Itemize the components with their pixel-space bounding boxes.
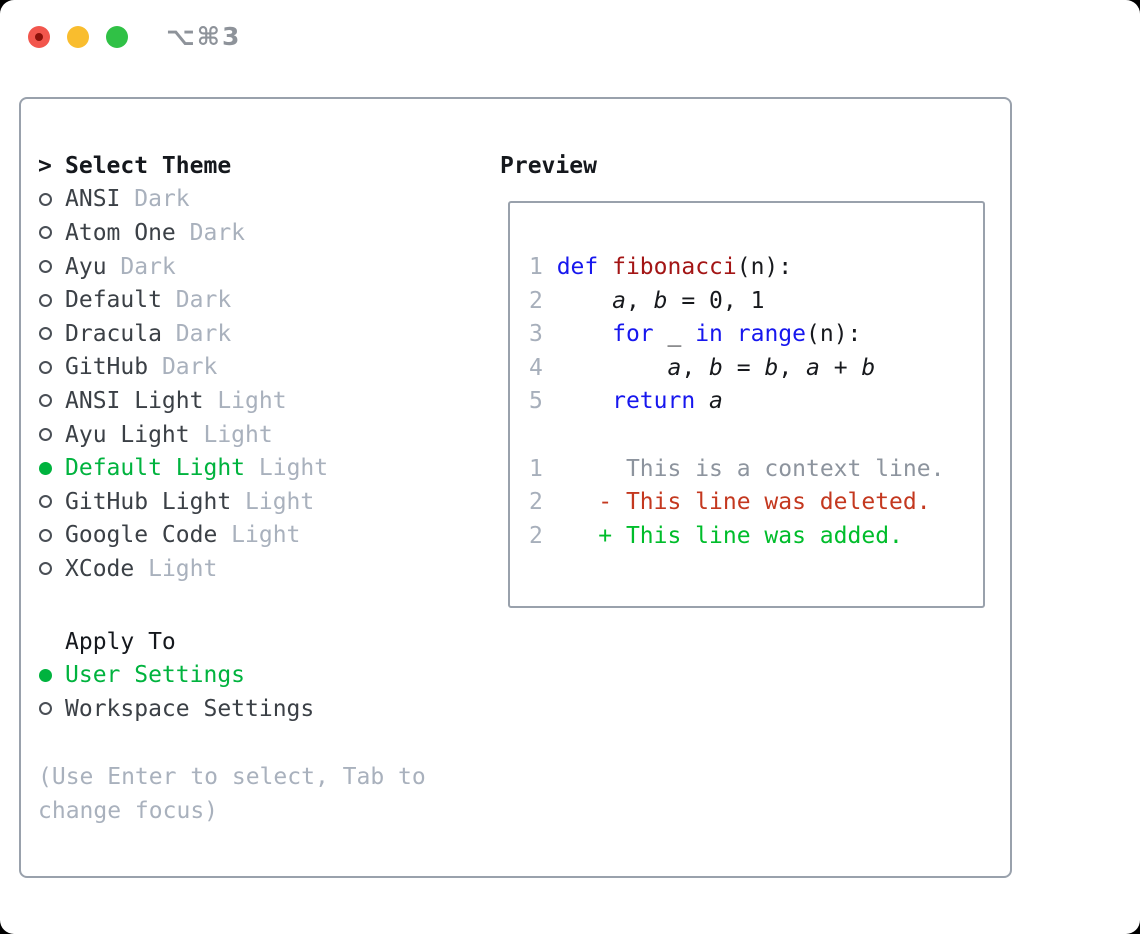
theme-name: ANSI	[65, 186, 135, 213]
radio-icon	[39, 293, 52, 307]
theme-variant: Light	[245, 488, 315, 515]
theme-variant: Light	[148, 555, 218, 582]
theme-option[interactable]: Ayu Dark	[38, 250, 328, 284]
theme-option[interactable]: Ayu Light Light	[38, 418, 328, 452]
window-title: ⌥⌘3	[166, 22, 242, 51]
theme-name: Default Light	[65, 455, 259, 482]
theme-option[interactable]: ANSI Light Light	[38, 384, 328, 418]
apply-option-label: User Settings	[65, 662, 246, 689]
code-line: 1 def fibonacci(n):	[529, 254, 793, 280]
theme-name: GitHub	[65, 354, 162, 381]
help-text: (Use Enter to select, Tab to change focus…	[38, 761, 426, 828]
apply-option[interactable]: User Settings	[38, 659, 314, 693]
preview-pane: 1 def fibonacci(n): 2 a, b = 0, 1 3 for _ …	[508, 201, 985, 608]
radio-selected-icon	[39, 668, 52, 682]
theme-name: XCode	[65, 555, 149, 582]
theme-variant: Light	[203, 421, 273, 448]
theme-option[interactable]: Google Code Light	[38, 519, 328, 553]
theme-option[interactable]: XCode Light	[38, 552, 328, 586]
theme-variant: Dark	[134, 186, 190, 213]
theme-variant: Light	[231, 522, 301, 549]
theme-list-title: Select Theme	[65, 152, 232, 179]
theme-name: Default	[65, 287, 176, 314]
close-button[interactable]	[28, 26, 50, 48]
apply-to-header: Apply To	[38, 625, 314, 659]
theme-variant: Dark	[120, 253, 176, 280]
code-line: 4 a, b = b, a + b	[529, 354, 876, 381]
theme-name: ANSI Light	[65, 387, 218, 414]
theme-option[interactable]: Atom One Dark	[38, 216, 328, 250]
theme-variant: Dark	[175, 320, 232, 347]
code-line: 5 return a	[529, 388, 723, 415]
minimize-button[interactable]	[67, 26, 89, 48]
theme-variant: Dark	[189, 219, 246, 246]
theme-variant: Dark	[175, 287, 232, 314]
theme-name: Dracula	[65, 320, 176, 347]
help-line: change focus)	[38, 797, 219, 824]
radio-icon	[39, 327, 52, 341]
radio-icon	[39, 528, 52, 542]
code-preview: 1 def fibonacci(n): 2 a, b = 0, 1 3 for _ …	[510, 203, 983, 553]
code-line	[529, 419, 983, 453]
code-line: 2 a, b = 0, 1	[529, 287, 765, 314]
help-line: (Use Enter to select, Tab to	[38, 764, 426, 790]
radio-icon	[39, 495, 52, 509]
radio-icon	[39, 192, 52, 206]
theme-option[interactable]: Dracula Dark	[38, 317, 328, 351]
code-line: 2 + This line was added.	[529, 522, 903, 549]
apply-option-label: Workspace Settings	[65, 695, 315, 722]
radio-icon	[39, 562, 52, 576]
apply-to-title: Apply To	[65, 628, 176, 655]
radio-icon	[39, 394, 52, 408]
theme-option[interactable]: GitHub Light Light	[38, 485, 328, 519]
radio-icon	[39, 428, 52, 442]
code-line: 3 for _ in range(n):	[529, 321, 862, 348]
theme-name: GitHub Light	[65, 488, 246, 515]
theme-variant: Light	[217, 387, 287, 414]
theme-name: Ayu Light	[65, 421, 204, 448]
theme-name: Google Code	[65, 522, 232, 549]
zoom-button[interactable]	[106, 26, 128, 48]
radio-icon	[39, 702, 52, 716]
theme-option[interactable]: ANSI Dark	[38, 183, 328, 217]
radio-icon	[39, 226, 52, 240]
theme-list-header: > Select Theme	[38, 149, 328, 183]
theme-variant: Light	[258, 455, 329, 482]
theme-option[interactable]: GitHub Dark	[38, 351, 328, 385]
theme-variant: Dark	[161, 354, 218, 381]
theme-name: Ayu	[65, 253, 121, 280]
radio-icon	[39, 360, 52, 374]
theme-option[interactable]: Default Dark	[38, 283, 328, 317]
radio-icon	[39, 260, 52, 274]
code-line: 1 This is a context line.	[529, 455, 945, 482]
radio-selected-icon	[39, 461, 52, 475]
cursor-icon: >	[38, 152, 52, 179]
theme-name: Atom One	[65, 219, 190, 246]
preview-title: Preview	[500, 152, 597, 179]
code-line: 2 - This line was deleted.	[529, 489, 931, 516]
theme-option[interactable]: Default Light Light	[38, 451, 328, 485]
apply-option[interactable]: Workspace Settings	[38, 692, 314, 726]
